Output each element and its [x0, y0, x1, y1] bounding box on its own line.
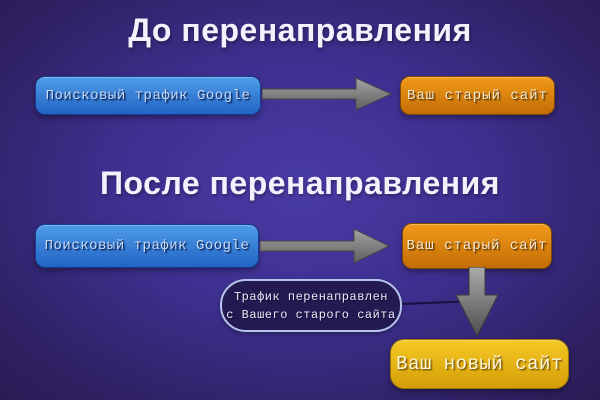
google-traffic-label: Поисковый трафик Google: [44, 238, 250, 254]
old-site-node-after: Ваш старый сайт: [402, 223, 552, 269]
right-arrow-icon: [260, 228, 390, 264]
section-before-title: До перенаправления: [128, 12, 472, 48]
section-after-title: После перенаправления: [100, 165, 500, 201]
old-site-label: Ваш старый сайт: [406, 238, 548, 254]
google-traffic-node-before: Поисковый трафик Google: [35, 76, 261, 115]
google-traffic-label: Поисковый трафик Google: [45, 87, 251, 104]
right-arrow-icon: [262, 77, 392, 111]
redirect-callout: Трафик перенаправлен с Вашего старого са…: [220, 279, 402, 332]
redirect-callout-line2: с Вашего старого сайта: [226, 307, 396, 322]
down-arrow-icon: [455, 267, 499, 337]
old-site-label: Ваш старый сайт: [406, 87, 549, 104]
new-site-label: Ваш новый сайт: [396, 353, 563, 375]
google-traffic-node-after: Поисковый трафик Google: [35, 224, 259, 268]
new-site-node: Ваш новый сайт: [390, 339, 569, 389]
old-site-node-before: Ваш старый сайт: [400, 76, 555, 115]
redirect-callout-line1: Трафик перенаправлен: [233, 289, 389, 304]
